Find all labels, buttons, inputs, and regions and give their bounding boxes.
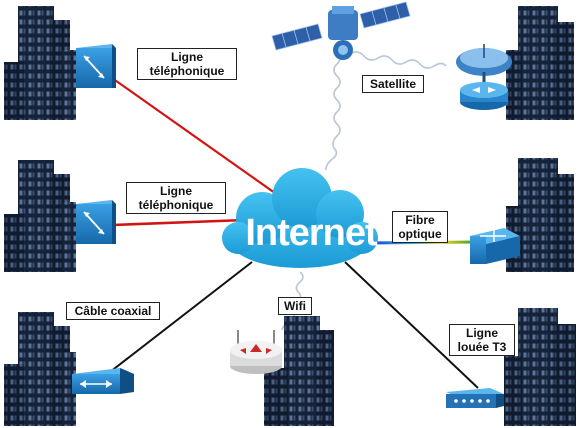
internet-cloud: [222, 168, 378, 268]
label-phone-line-1-l1: Ligne: [171, 50, 203, 64]
label-coax-l1: Câble coaxial: [74, 304, 152, 318]
building-bottom-right: [504, 308, 576, 426]
cable-modem-icon: [72, 368, 134, 394]
building-bottom-center: [264, 316, 334, 426]
label-satellite-l1: Satellite: [369, 77, 417, 91]
internet-label: Internet: [245, 212, 377, 254]
phone-line-1: [111, 77, 283, 199]
coax-line: [109, 261, 253, 373]
label-phone-line-2-l1: Ligne: [160, 184, 192, 198]
label-phone-line-1-l2: téléphonique: [149, 64, 225, 78]
label-satellite: Satellite: [362, 75, 424, 93]
wifi-router-icon: [230, 330, 282, 374]
building-top-right: [506, 6, 574, 120]
label-coax: Câble coaxial: [66, 302, 160, 320]
fiber-switch-icon: [470, 228, 520, 264]
label-fiber-l2: optique: [398, 227, 442, 241]
building-mid-left: [4, 160, 76, 272]
label-phone-line-1: Ligne téléphonique: [137, 48, 237, 80]
label-fiber: Fibre optique: [392, 211, 448, 243]
satellite-icon: [271, 1, 411, 60]
building-bottom-left: [4, 312, 76, 426]
phone-modem-icon-2: [76, 200, 116, 244]
label-phone-line-2: Ligne téléphonique: [126, 182, 226, 214]
t3-line: [344, 261, 479, 389]
label-fiber-l1: Fibre: [405, 213, 435, 227]
label-wifi-l1: Wifi: [284, 299, 306, 313]
label-t3-l2: louée T3: [457, 340, 507, 354]
building-top-left: [4, 6, 76, 120]
building-mid-right: [506, 158, 574, 272]
satellite-wave-2: [349, 51, 447, 69]
label-phone-line-2-l2: téléphonique: [138, 198, 214, 212]
label-t3: Ligne louée T3: [449, 324, 515, 356]
satellite-wave-1: [325, 51, 341, 171]
label-t3-l1: Ligne: [466, 326, 498, 340]
phone-modem-icon-1: [76, 44, 116, 88]
phone-line-2: [111, 218, 246, 227]
label-wifi: Wifi: [278, 297, 312, 315]
satellite-dish-icon: [456, 44, 512, 110]
t3-router-icon: [446, 388, 504, 408]
